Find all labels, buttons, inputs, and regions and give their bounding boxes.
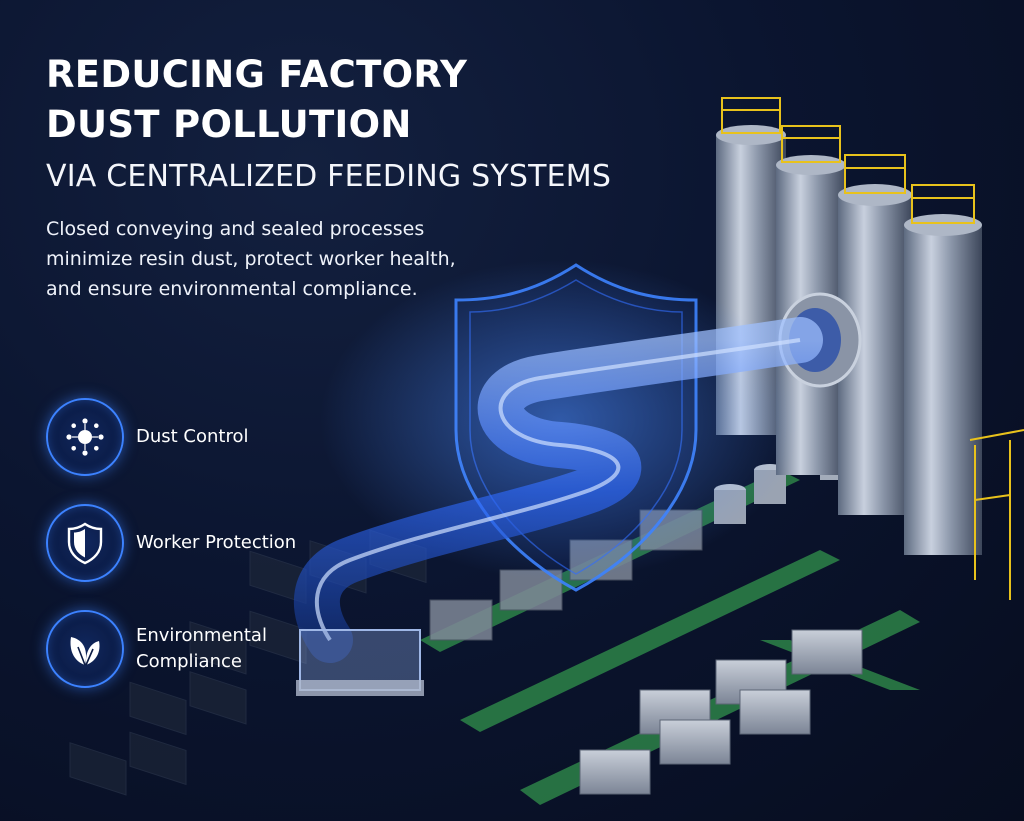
feature-label: Dust Control (136, 426, 249, 447)
dust-particles-icon (46, 398, 124, 476)
title-line-1: REDUCING FACTORY (46, 53, 468, 96)
feeding-pipe (294, 260, 823, 696)
feature-list: Dust Control Worker Protection Environme… (46, 398, 366, 716)
feature-label: Environmental Compliance (136, 625, 267, 672)
feature-environmental-compliance: Environmental Compliance (46, 610, 366, 688)
leaf-icon (46, 610, 124, 688)
description: Closed conveying and sealed processes mi… (46, 218, 456, 300)
feature-worker-protection: Worker Protection (46, 504, 366, 582)
headline: REDUCING FACTORY DUST POLLUTION VIA CENT… (46, 50, 611, 202)
feature-dust-control: Dust Control (46, 398, 366, 476)
title-line-3: VIA CENTRALIZED FEEDING SYSTEMS (46, 159, 612, 194)
title-line-2: DUST POLLUTION (46, 103, 412, 146)
shield-icon (46, 504, 124, 582)
feature-label: Worker Protection (136, 532, 297, 553)
